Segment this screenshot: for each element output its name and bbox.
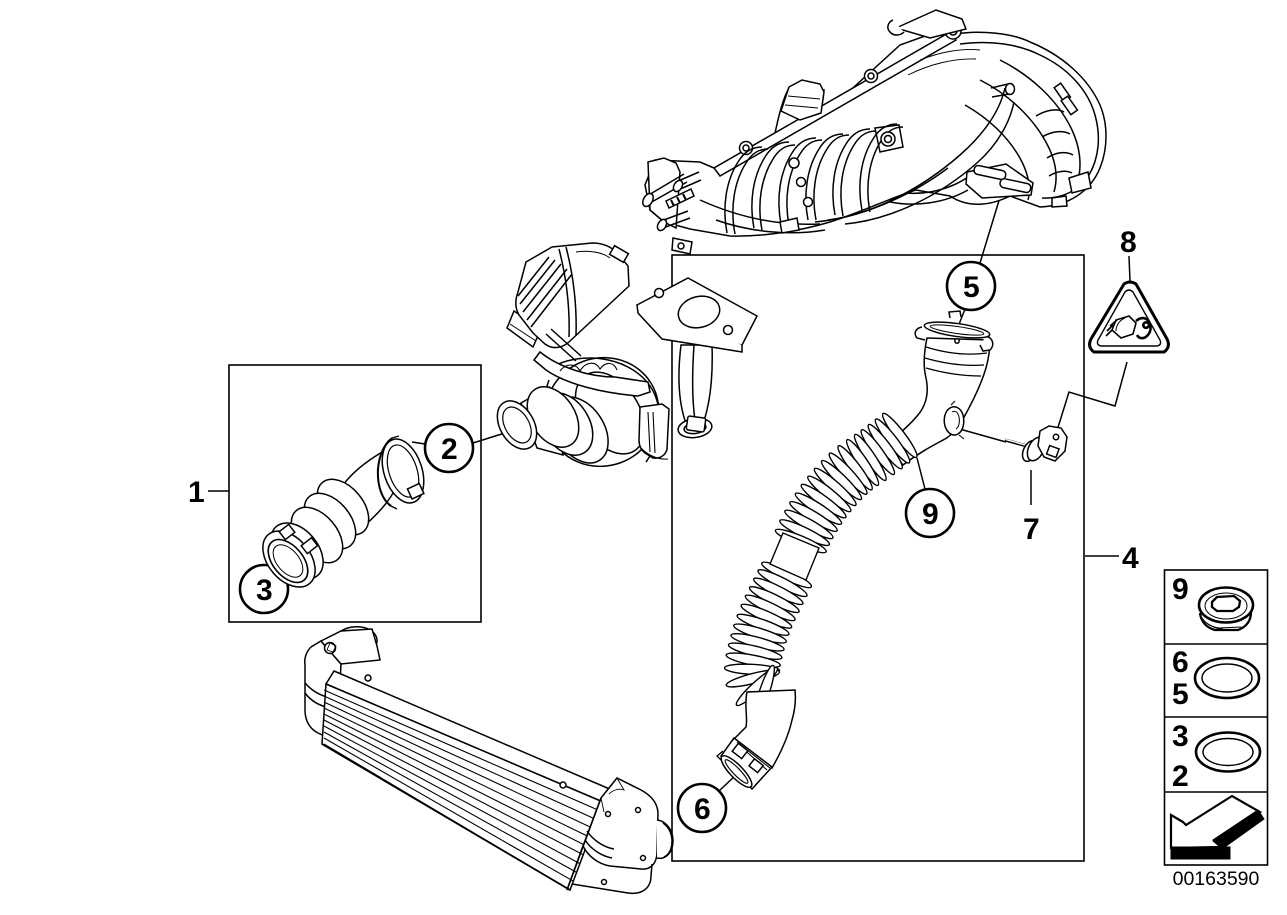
svg-text:6: 6 xyxy=(1172,646,1189,679)
svg-text:2: 2 xyxy=(1172,760,1189,793)
svg-text:6: 6 xyxy=(694,793,711,826)
svg-text:9: 9 xyxy=(1172,573,1189,606)
svg-text:5: 5 xyxy=(963,271,980,304)
svg-text:1: 1 xyxy=(188,476,205,509)
svg-text:9: 9 xyxy=(922,498,939,531)
svg-text:4: 4 xyxy=(1122,542,1139,575)
svg-text:2: 2 xyxy=(441,433,458,466)
svg-text:7: 7 xyxy=(1023,513,1040,546)
svg-text:3: 3 xyxy=(256,574,273,607)
svg-text:3: 3 xyxy=(1172,720,1189,753)
svg-text:5: 5 xyxy=(1172,678,1189,711)
svg-text:00163590: 00163590 xyxy=(1173,868,1260,890)
svg-text:8: 8 xyxy=(1120,226,1137,259)
